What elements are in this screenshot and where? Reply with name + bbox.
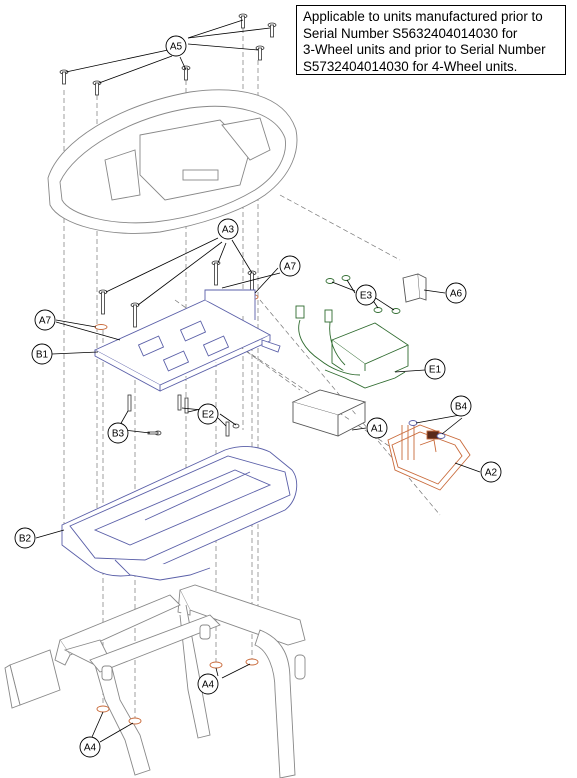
callout-a3: A3 xyxy=(217,218,239,240)
callout-a4-right: A4 xyxy=(197,673,219,695)
screw-icon xyxy=(373,307,383,313)
screw-icon xyxy=(325,278,335,284)
screw-icon xyxy=(436,433,446,439)
screw-icon xyxy=(238,13,248,29)
washer-icon xyxy=(209,661,223,669)
screw-a5-group xyxy=(59,13,277,96)
callout-a5: A5 xyxy=(165,35,187,57)
screw-a3-group xyxy=(98,260,257,328)
svg-text:A4: A4 xyxy=(84,743,97,754)
svg-text:A1: A1 xyxy=(371,424,384,435)
screw-icon xyxy=(177,394,182,411)
bracket-plate-b1 xyxy=(93,289,281,392)
callout-e1: E1 xyxy=(424,358,446,380)
screw-icon xyxy=(211,260,221,286)
screw-icon xyxy=(341,275,351,281)
callout-b2: B2 xyxy=(14,527,36,549)
clip-a6 xyxy=(402,273,427,303)
callout-a4-left: A4 xyxy=(79,736,101,758)
note-line-4: S5732404014030 for 4-Wheel units. xyxy=(303,58,518,74)
pad-a1 xyxy=(291,389,367,437)
screw-icon xyxy=(181,65,191,81)
screw-icon xyxy=(225,421,230,437)
screw-icon xyxy=(130,302,140,328)
svg-text:A3: A3 xyxy=(222,225,235,236)
svg-text:A7: A7 xyxy=(284,262,297,273)
screw-icon xyxy=(92,80,102,96)
screw-icon xyxy=(255,45,265,61)
svg-text:B2: B2 xyxy=(19,534,32,545)
washer-a4-group xyxy=(96,658,259,725)
screw-b4-group xyxy=(408,420,446,439)
washer-icon xyxy=(245,658,259,666)
leader-lines xyxy=(35,19,481,743)
base-frame xyxy=(4,584,306,778)
callout-b1: B1 xyxy=(31,343,53,365)
screw-icon xyxy=(408,420,418,426)
screw-icon xyxy=(267,22,277,38)
svg-text:B3: B3 xyxy=(112,429,125,440)
callout-b3: B3 xyxy=(107,422,129,444)
callout-a1: A1 xyxy=(366,417,388,439)
callout-b4: B4 xyxy=(450,395,472,417)
screw-icon xyxy=(184,397,189,414)
note-line-3: 3-Wheel units and prior to Serial Number xyxy=(303,42,546,57)
callout-e2: E2 xyxy=(197,403,219,425)
svg-text:A2: A2 xyxy=(485,468,498,479)
screw-icon xyxy=(127,394,132,412)
svg-text:A5: A5 xyxy=(170,42,183,53)
svg-text:B4: B4 xyxy=(455,402,468,413)
screw-icon xyxy=(59,69,69,85)
note-line-1: Applicable to units manufactured prior t… xyxy=(303,9,543,24)
callout-a7-left: A7 xyxy=(34,309,56,331)
plate-a2 xyxy=(387,424,471,491)
screw-e3-group xyxy=(325,275,401,314)
callout-a7-right: A7 xyxy=(279,255,301,277)
screw-b3-e2-group xyxy=(127,394,240,437)
callout-a2: A2 xyxy=(480,461,502,483)
note-line-2: Serial Number S5632404014030 for xyxy=(303,25,518,41)
tray-b2 xyxy=(61,446,298,581)
screw-icon xyxy=(232,423,240,429)
washer-icon xyxy=(94,324,108,330)
applicability-note: Applicable to units manufactured prior t… xyxy=(296,5,566,75)
svg-text:B1: B1 xyxy=(36,350,49,361)
svg-text:E1: E1 xyxy=(429,365,442,376)
callout-e3: E3 xyxy=(355,284,377,306)
shroud-cover xyxy=(47,89,298,234)
charger-e1 xyxy=(295,305,409,389)
callout-labels: A5 A3 A7 A7 B1 E3 A6 E1 B4 B3 E2 A1 A2 B… xyxy=(14,35,502,758)
svg-text:A7: A7 xyxy=(39,316,52,327)
svg-text:A4: A4 xyxy=(202,680,215,691)
washer-icon xyxy=(128,717,142,725)
washer-icon xyxy=(96,705,110,713)
screw-icon xyxy=(98,289,108,315)
svg-text:E2: E2 xyxy=(202,410,215,421)
svg-text:A6: A6 xyxy=(450,289,463,300)
svg-text:E3: E3 xyxy=(360,291,373,302)
callout-a6: A6 xyxy=(445,282,467,304)
